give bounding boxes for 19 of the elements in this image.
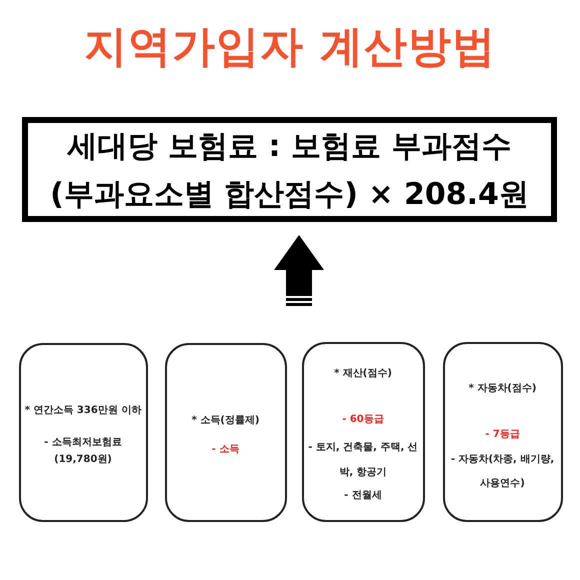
- detail-text: - 소득최저보험료 (19,780원): [43, 436, 123, 467]
- heading-text: * 자동차(점수): [468, 382, 538, 396]
- detail-text: - 자동차(차종, 배기량, 사용연수): [450, 453, 556, 491]
- heading-text: * 연간소득 336만원 이하: [24, 404, 142, 418]
- detail-text: - 소득: [210, 443, 240, 457]
- detail-text: - 전월세: [343, 489, 383, 503]
- title: 지역가입자 계산방법: [83, 21, 497, 74]
- rounded-box: [443, 342, 563, 522]
- formula-text: 세대당 보험료 : 보험료 부과점수 (부과요소별 합산점수) × 208.4원: [49, 128, 530, 214]
- rounded-box: [19, 343, 148, 522]
- heading-text: * 소득(정률제): [190, 414, 260, 428]
- detail-text: - 토지, 건축물, 주택, 선박, 항공기: [308, 441, 418, 480]
- detail-text: - 7등급: [484, 428, 521, 442]
- heading-text: * 재산(점수): [333, 367, 393, 381]
- detail-text: - 60등급: [341, 413, 385, 427]
- rounded-box: [165, 343, 287, 522]
- block-arrow: [274, 235, 324, 306]
- rounded-box: [302, 342, 425, 522]
- formula-box: [22, 117, 557, 222]
